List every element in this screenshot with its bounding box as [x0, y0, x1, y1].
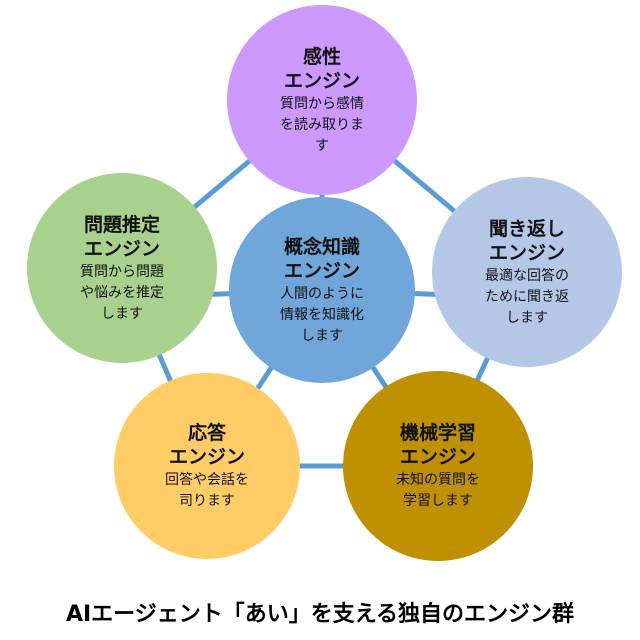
node-title: エンジン — [283, 69, 360, 92]
node-kikikaeshi-engine: 聞き返し エンジン 最適な回答の ために聞き返 します — [432, 177, 622, 367]
node-title: 機械学習 — [399, 422, 476, 444]
node-title: エンジン — [488, 241, 565, 264]
node-desc: 人間のように — [280, 285, 364, 302]
node-desc: 質問から感情 — [280, 95, 364, 112]
node-desc: や悩みを推定 — [80, 284, 164, 301]
node-desc: 最適な回答の — [485, 267, 569, 284]
node-desc: ために聞き返 — [485, 288, 569, 305]
node-title: エンジン — [283, 259, 360, 282]
node-desc: 学習します — [403, 493, 473, 509]
node-title: エンジン — [399, 446, 476, 468]
node-title: 問題推定 — [83, 213, 160, 236]
node-gainen-engine: 概念知識 エンジン 人間のように 情報を知識化 します — [229, 197, 415, 383]
node-title: 応答 — [187, 422, 226, 444]
diagram-caption: AIエージェント「あい」を支える独自のエンジン群 — [65, 602, 575, 627]
node-mondai-engine: 問題推定 エンジン 質問から問題 や悩みを推定 します — [27, 173, 217, 363]
node-title: エンジン — [168, 446, 245, 468]
node-title: 聞き返し — [488, 217, 565, 240]
node-desc: 質問から問題 — [80, 263, 164, 280]
node-title: 概念知識 — [283, 235, 360, 258]
node-desc: します — [506, 309, 548, 326]
node-outou-engine: 応答 エンジン 回答や会話を 司ります — [114, 373, 300, 559]
node-desc: す — [315, 137, 329, 154]
node-title: エンジン — [83, 237, 160, 260]
node-desc: 情報を知識化 — [280, 306, 364, 323]
node-title: 感性 — [302, 45, 341, 68]
node-desc: 回答や会話を — [165, 472, 249, 488]
node-kikai-engine: 機械学習 エンジン 未知の質問を 学習します — [343, 371, 533, 561]
node-desc: を読み取りま — [280, 116, 364, 133]
node-desc: します — [101, 305, 143, 322]
node-desc: 未知の質問を — [396, 472, 480, 488]
node-desc: します — [301, 327, 343, 344]
node-kansei-engine: 感性 エンジン 質問から感情 を読み取りま す — [227, 5, 417, 195]
node-desc: 司ります — [179, 493, 235, 509]
